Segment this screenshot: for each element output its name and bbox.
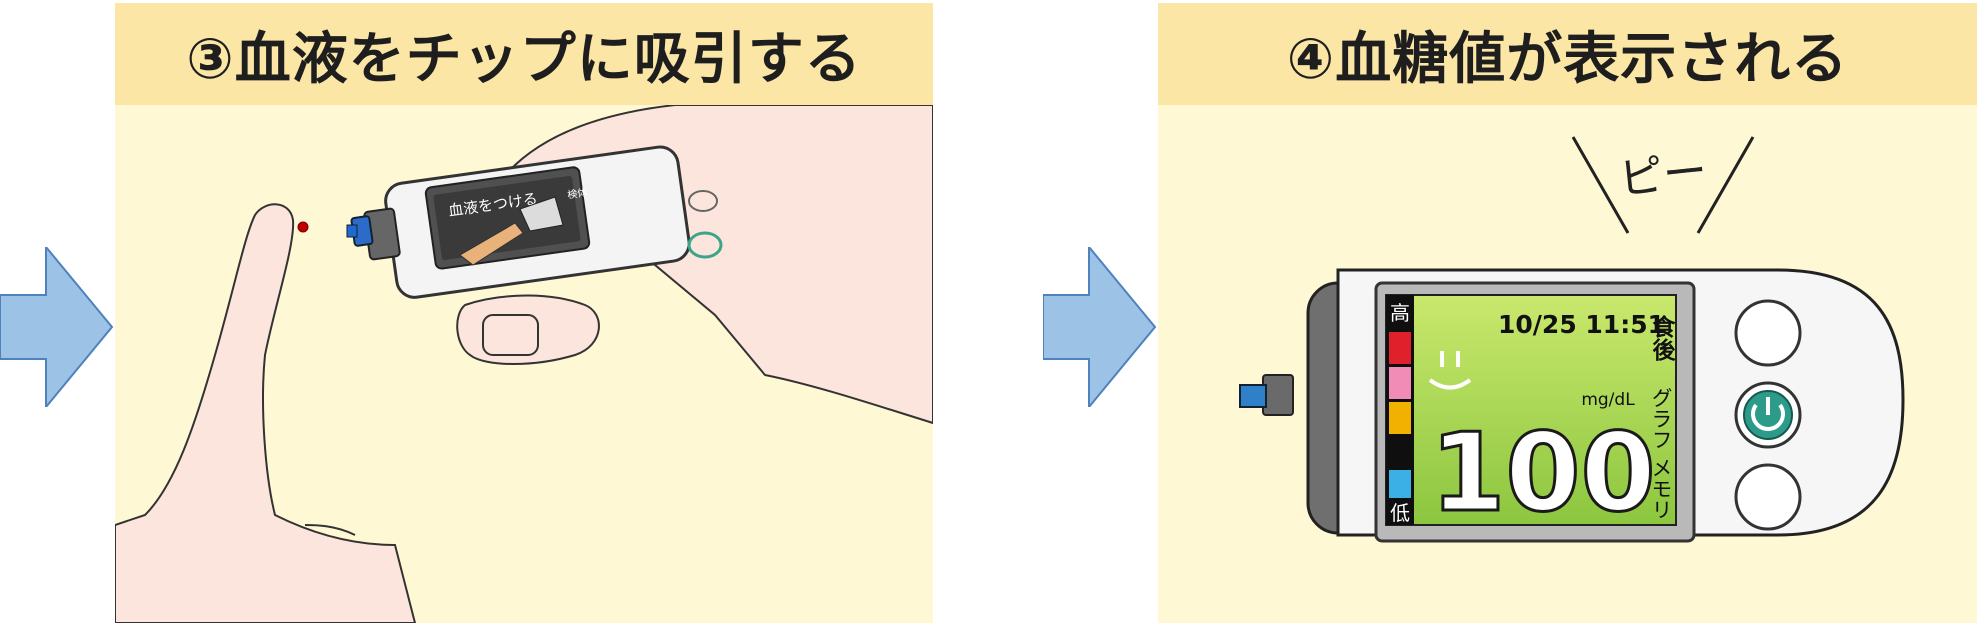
smiley-icon — [1428, 351, 1472, 390]
blood-drop — [297, 221, 309, 233]
left-arrow-icon — [0, 247, 114, 407]
step3-illustration: 血液をつける 検体 — [115, 105, 933, 623]
low-label: 低 — [1390, 501, 1410, 525]
step4-illustration: ピー 高 低 — [1239, 136, 1905, 543]
memory-label: メモリ — [1649, 457, 1673, 520]
right-arrow-icon — [1043, 247, 1157, 407]
high-label: 高 — [1390, 301, 1410, 325]
step3-title: ③血液をチップに吸引する — [115, 3, 933, 105]
meter-bottom-button — [1734, 463, 1802, 531]
glucose-value: 100 — [1430, 411, 1655, 536]
device-screen-side: 検体 — [566, 186, 588, 202]
beep-text: ピー — [1617, 146, 1710, 206]
datetime: 10/25 11:51 — [1498, 310, 1665, 339]
lancing-meter-device: 血液をつける 検体 — [346, 145, 723, 299]
glucose-meter: 高 低 10/25 11:51 mg/dL 100 食後 グラフ メモリ — [1239, 268, 1905, 543]
step3-panel: ③血液をチップに吸引する 血液をつける 検体 — [115, 3, 933, 623]
step4-title: ④血糖値が表示される — [1158, 3, 1977, 105]
step4-panel: ④血糖値が表示される ピー — [1158, 3, 1977, 623]
unit-label: mg/dL — [1581, 390, 1635, 410]
power-icon — [1751, 403, 1785, 431]
graph-label: グラフ — [1649, 387, 1673, 450]
pricked-finger-hand — [115, 203, 417, 623]
meter-top-button — [1734, 299, 1802, 367]
meal-tag: 食後 — [1648, 314, 1676, 361]
